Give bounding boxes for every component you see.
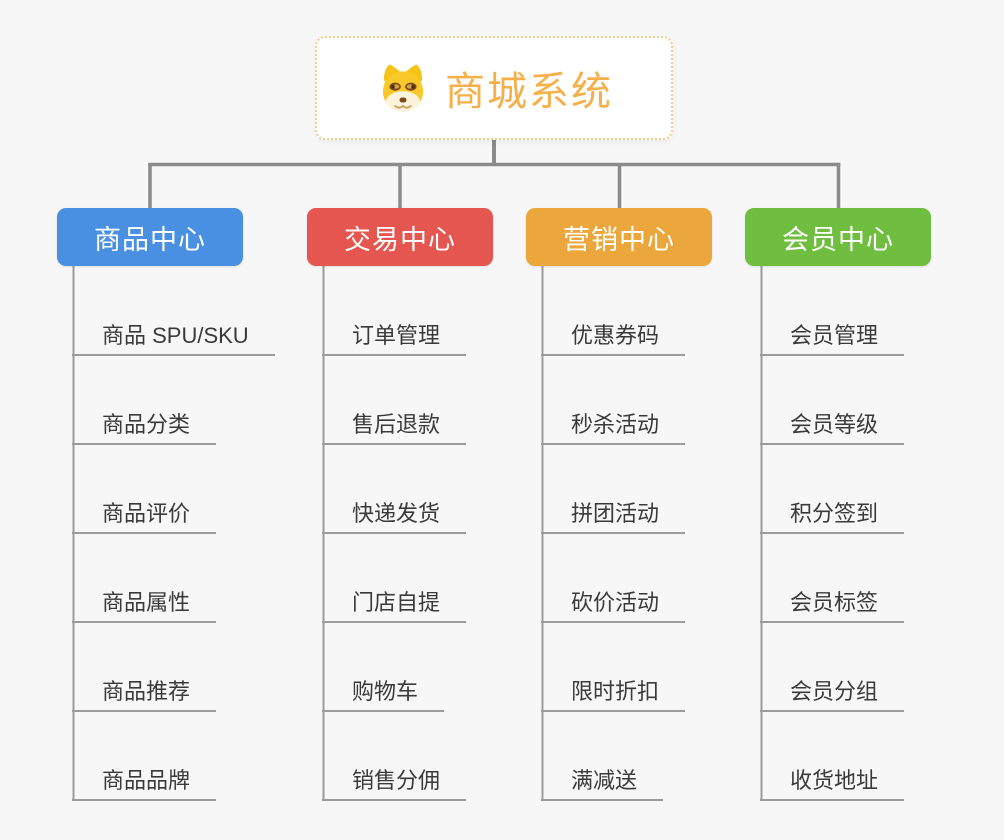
leaf-node[interactable]: 收货地址 <box>760 768 905 801</box>
leaf-node[interactable]: 订单管理 <box>322 323 467 356</box>
leaf-node[interactable]: 会员管理 <box>760 323 905 356</box>
branch-node-trade[interactable]: 交易中心 <box>307 208 493 266</box>
leaf-node[interactable]: 拼团活动 <box>541 501 686 534</box>
root-node[interactable]: 商城系统 <box>315 36 673 140</box>
leaf-node[interactable]: 商品属性 <box>72 590 217 623</box>
leaf-node[interactable]: 商品 SPU/SKU <box>72 323 275 356</box>
leaf-node[interactable]: 会员标签 <box>760 590 905 623</box>
branch-node-member[interactable]: 会员中心 <box>745 208 931 266</box>
leaf-node[interactable]: 限时折扣 <box>541 679 686 712</box>
leaf-node[interactable]: 门店自提 <box>322 590 467 623</box>
leaf-node[interactable]: 砍价活动 <box>541 590 686 623</box>
branch-node-marketing[interactable]: 营销中心 <box>526 208 712 266</box>
leaf-node[interactable]: 积分签到 <box>760 501 905 534</box>
leaf-node[interactable]: 优惠券码 <box>541 323 686 356</box>
leaf-node[interactable]: 秒杀活动 <box>541 412 686 445</box>
leaf-node[interactable]: 售后退款 <box>322 412 467 445</box>
leaf-node[interactable]: 销售分佣 <box>322 768 467 801</box>
leaf-node[interactable]: 快递发货 <box>322 501 467 534</box>
branch-node-product[interactable]: 商品中心 <box>57 208 243 266</box>
leaf-node[interactable]: 会员等级 <box>760 412 905 445</box>
leaf-node[interactable]: 满减送 <box>541 768 664 801</box>
leaf-node[interactable]: 会员分组 <box>760 679 905 712</box>
leaf-node[interactable]: 购物车 <box>322 679 445 712</box>
leaf-node[interactable]: 商品评价 <box>72 501 217 534</box>
leaf-node[interactable]: 商品推荐 <box>72 679 217 712</box>
root-title: 商城系统 <box>445 70 613 114</box>
leaf-node[interactable]: 商品分类 <box>72 412 217 445</box>
leaf-node[interactable]: 商品品牌 <box>72 768 217 801</box>
shiba-dog-icon <box>382 64 424 112</box>
